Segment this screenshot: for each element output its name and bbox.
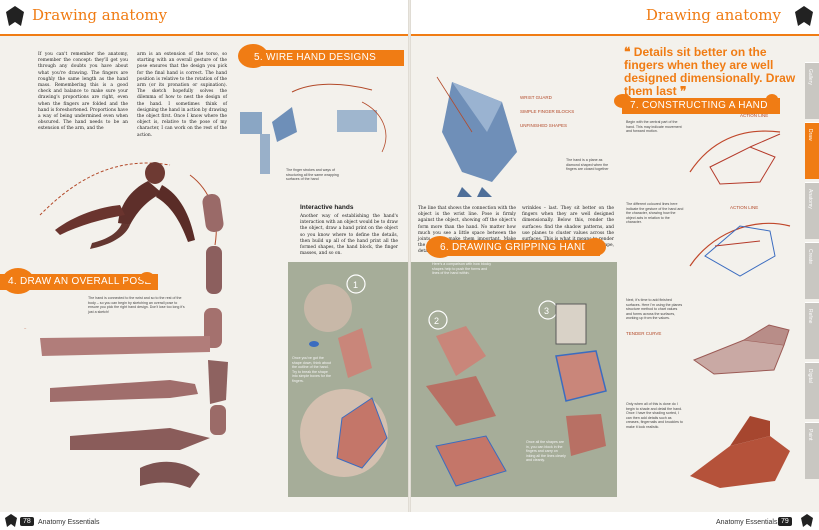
paint-splat: [140, 272, 154, 282]
footer-title-right: Anatomy Essentials: [716, 519, 778, 526]
quote-close-icon: ❞: [676, 84, 687, 98]
right-running-title: Drawing anatomy: [645, 6, 781, 24]
step-number-2: 2: [434, 316, 439, 326]
intro-column-2: arm is an extension of the torso, so sta…: [137, 52, 227, 138]
tab-draw[interactable]: Draw: [805, 122, 819, 179]
grip-caption-b: Here's a comparison with how blocky shap…: [432, 262, 492, 276]
section-heading-wire: 5. WIRE HAND DESIGNS: [246, 50, 404, 66]
section-tabs: Gallery Draw Anatomy Create Refine Digit…: [805, 62, 819, 482]
paint-splat: [584, 238, 606, 256]
paint-splat: [766, 94, 778, 104]
horizontal-arm-sketches: ~: [24, 326, 210, 488]
wire-note-3: UNFINISHED SHAPES: [520, 123, 568, 128]
construct-sketch-a: [689, 130, 781, 185]
emblem-left-icon: [6, 6, 24, 26]
tab-gallery[interactable]: Gallery: [805, 62, 819, 119]
construct-caption-a: Begin with the central part of the hand.…: [626, 120, 682, 134]
grip-caption-a: Once you've got the shape down, think ab…: [292, 356, 331, 383]
wire-caption-left: The finger strokes and ways of structuri…: [286, 168, 339, 182]
footer-title-left: Anatomy Essentials: [38, 519, 100, 526]
construct-caption-b: The different coloured lines here indica…: [626, 202, 684, 225]
leaping-figure-sketch: [39, 162, 217, 249]
page-footer: 78 Anatomy Essentials Anatomy Essentials…: [0, 512, 819, 530]
pull-quote: ❝ Details sit better on the fingers when…: [624, 46, 802, 98]
svg-text:~: ~: [24, 326, 27, 331]
section-heading-pose: 4. DRAW AN OVERALL POSE: [0, 274, 158, 290]
wire-hand-large-sketch: [436, 76, 517, 197]
construct-sketch-b: [689, 222, 791, 277]
grip-sketch-steps: 2 3: [426, 300, 607, 487]
wire-hand-sketches: [240, 83, 387, 174]
page-gutter: [408, 0, 411, 530]
step-number-1: 1: [353, 280, 358, 290]
grip-sketch-sphere: 1: [300, 274, 388, 477]
intro-column-1: If you can't remember the anatomy, remem…: [38, 52, 128, 132]
construct-caption-c: Next, it's time to add finished surfaces…: [626, 298, 683, 321]
grip-caption-c: Once all the shapes are in, you can bloc…: [526, 440, 566, 463]
construct-note-3: TENDER CURVE: [626, 331, 662, 336]
footer-emblem-right-icon: [801, 514, 813, 527]
construct-note-2: ACTION LINE: [730, 205, 759, 210]
tab-digital[interactable]: Digital: [805, 362, 819, 419]
construct-caption-d: Only when all of this is done do I begin…: [626, 402, 683, 429]
page-number-right: 79: [778, 517, 792, 526]
footer-emblem-left-icon: [5, 514, 17, 527]
tab-create[interactable]: Create: [805, 242, 819, 299]
quote-open-icon: ❝: [624, 45, 634, 59]
section-heading-construct: 7. CONSTRUCTING A HAND: [622, 98, 780, 114]
pose-caption: The hand is connected to the wrist and s…: [88, 296, 185, 314]
wire-note-2: SIMPLE FINGER BLOCKS: [520, 109, 575, 114]
tab-anatomy[interactable]: Anatomy: [805, 182, 819, 239]
tab-refine[interactable]: Refine: [805, 302, 819, 359]
construct-note-1: ACTION LINE: [740, 113, 769, 118]
page-number-left: 78: [20, 517, 34, 526]
section-heading-grip: 6. DRAWING GRIPPING HANDS: [432, 240, 600, 256]
construct-sketch-d: [690, 416, 790, 488]
pull-quote-text: Details sit better on the fingers when t…: [624, 45, 796, 98]
interactive-heading: Interactive hands: [300, 204, 354, 211]
wire-note-1: WRIST GUARD: [520, 95, 552, 100]
wire-caption-right: The hand is a plane as diamond shaped wh…: [566, 158, 609, 172]
step-number-3: 3: [544, 306, 549, 316]
left-running-title: Drawing anatomy: [32, 6, 168, 24]
construct-sketch-c: [692, 324, 790, 375]
emblem-right-icon: [795, 6, 813, 26]
tab-paint[interactable]: Paint: [805, 422, 819, 479]
interactive-column-1: Another way of establishing the hand's i…: [300, 214, 398, 257]
